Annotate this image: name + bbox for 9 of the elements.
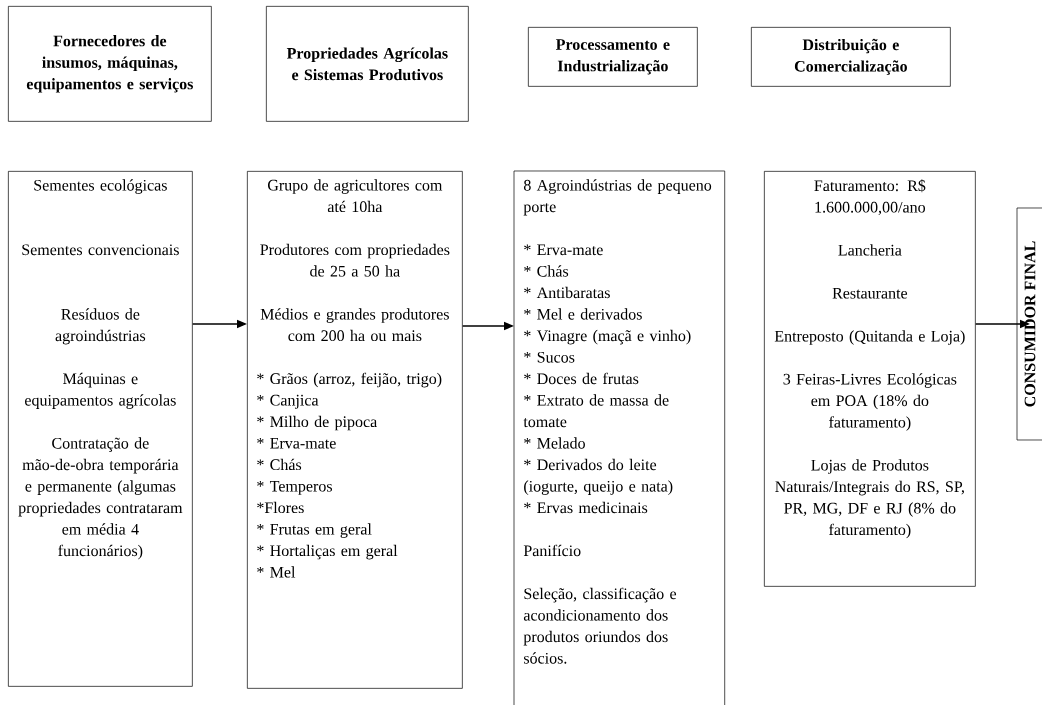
content-box: Grupo de agricultores com até 10ha Produtores com propriedades de 25 a 50 ha Médios e grandes produtores com 200 ha ou mais * Grãos (arroz, feijão, trigo) * Canjica * Milho de pipoca * Erva-mate * Chás * Temperos *Flores * Frutas em geral * Hortaliças em geral * Mel [247, 171, 463, 689]
content-box: 8 Agroindústrias de pequeno porte * Erva-mate * Chás * Antibaratas * Mel e derivados * Vinagre (maçã e vinho) * Sucos * Doces de frutas * Extrato de massa de tomate * Melado * Derivados do leite (iogurte, queijo e nata) * Ervas medicinais Panifício Seleção, classificação e acondicionamento dos produtos oriundos dos sócios. [513, 170, 726, 705]
consumer-box: CONSUMIDOR FINAL [1016, 207, 1042, 441]
content-box: Faturamento: R$ 1.600.000,00/ano Lancheria Restaurante Entreposto (Quitanda e Loja) 3 Feiras-Livres Ecológicas em POA (18% do faturamento) Lojas de Produtos Naturais/Integrais do RS, SP, PR, MG, DF e RJ (8% do faturamento) [764, 171, 976, 587]
heading-box: Processamento e Industrialização [528, 27, 698, 87]
heading-box: Distribuição e Comercialização [751, 27, 951, 87]
heading-box: Propriedades Agrícolas e Sistemas Produtivos [266, 6, 469, 122]
content-box: Sementes ecológicas Sementes convencionais Resíduos de agroindústrias Máquinas e equipamentos agrícolas Contratação de mão-de-obra temporária e permanente (algumas propriedades contrataram em média 4 funcionários) [8, 171, 193, 687]
heading-box: Fornecedores de insumos, máquinas, equipamentos e serviços [8, 6, 212, 122]
